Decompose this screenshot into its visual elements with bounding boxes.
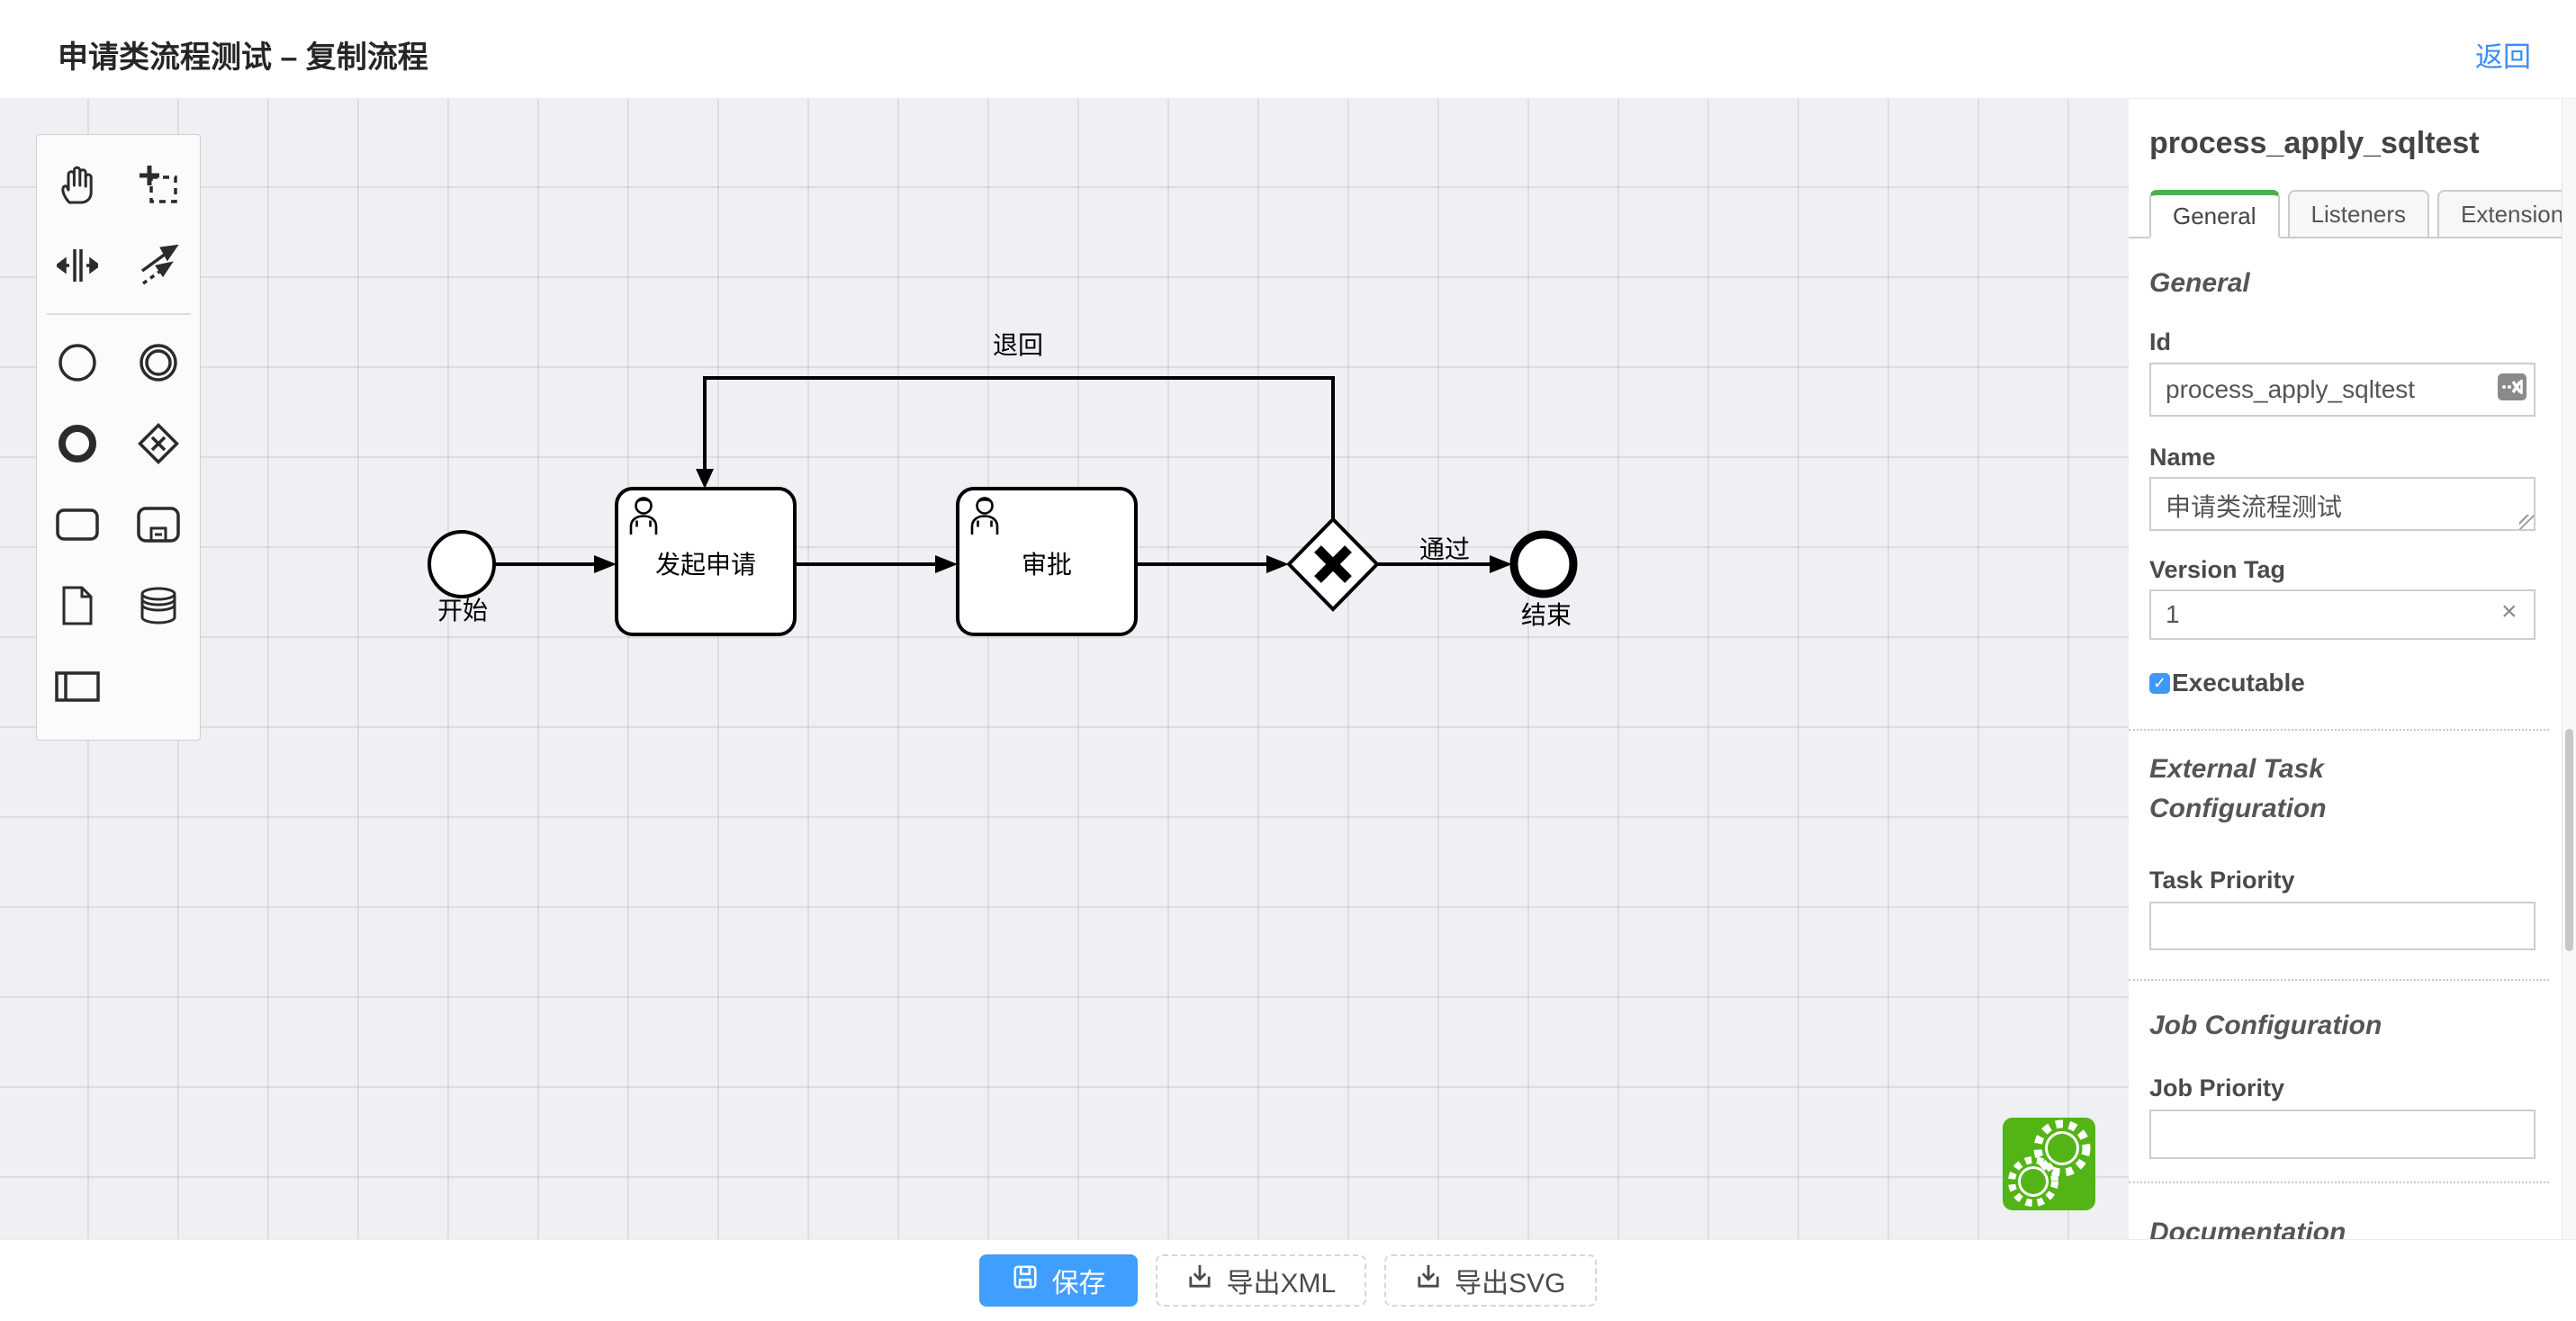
- create-subprocess-icon[interactable]: [118, 484, 199, 565]
- gear-icon: [2033, 1119, 2091, 1177]
- flow-start-to-apply[interactable]: [494, 555, 617, 573]
- user-task-icon: [970, 497, 999, 535]
- export-xml-label: 导出XML: [1226, 1269, 1337, 1299]
- version-tag-label: Version Tag: [2149, 556, 2286, 583]
- properties-panel: process_apply_sqltest General Listeners …: [2129, 99, 2562, 1239]
- export-xml-button[interactable]: 导出XML: [1156, 1254, 1367, 1307]
- app-header: 申请类流程测试 – 复制流程 返回: [0, 0, 2576, 99]
- hand-tool-icon[interactable]: [37, 144, 118, 225]
- flow-label-reject: 退回: [993, 331, 1043, 359]
- panel-scrollbar-thumb[interactable]: [2565, 729, 2573, 951]
- id-clear-icon[interactable]: [2498, 373, 2526, 400]
- documentation-heading: Documentation: [2149, 1218, 2346, 1239]
- general-section-heading: General: [2149, 268, 2250, 298]
- global-connect-tool-icon[interactable]: [118, 225, 199, 306]
- task-priority-input[interactable]: [2149, 902, 2535, 950]
- flow-pass[interactable]: [1377, 555, 1512, 573]
- download-icon: [1415, 1263, 1442, 1298]
- executable-checkbox[interactable]: ✓: [2149, 672, 2170, 694]
- create-task-icon[interactable]: [37, 484, 118, 565]
- user-task-apply-label: 发起申请: [655, 551, 756, 579]
- start-event[interactable]: 开始: [428, 530, 496, 625]
- clear-icon[interactable]: ×: [2501, 597, 2517, 626]
- start-event-label: 开始: [437, 597, 488, 625]
- back-link[interactable]: 返回: [2475, 41, 2531, 73]
- export-svg-button[interactable]: 导出SVG: [1384, 1254, 1597, 1307]
- flow-label-pass: 通过: [1419, 535, 1470, 563]
- bpmnio-logo[interactable]: [2003, 1118, 2095, 1210]
- page-title: 申请类流程测试 – 复制流程: [58, 40, 428, 75]
- create-exclusive-gateway-icon[interactable]: [118, 403, 199, 484]
- create-intermediate-event-icon[interactable]: [118, 322, 199, 403]
- id-label: Id: [2149, 328, 2171, 355]
- bpmn-palette: [36, 134, 201, 741]
- user-task-apply[interactable]: 发起申请: [615, 487, 797, 636]
- flow-reject[interactable]: [696, 376, 1335, 519]
- palette-separator: [46, 313, 191, 315]
- create-data-object-icon[interactable]: [37, 565, 118, 646]
- name-textarea[interactable]: 申请类流程测试: [2149, 477, 2535, 531]
- end-event-label: 结束: [1521, 601, 1572, 629]
- bpmn-canvas[interactable]: 通过 退回 开始 发起申请: [0, 99, 2129, 1239]
- lasso-tool-icon[interactable]: [118, 144, 199, 225]
- bottom-toolbar: 保存 导出XML 导出SVG: [0, 1239, 2576, 1321]
- external-task-heading: External Task Configuration: [2149, 754, 2327, 823]
- user-task-icon: [629, 497, 658, 535]
- tab-listeners[interactable]: Listeners: [2287, 190, 2429, 238]
- user-task-approve-label: 审批: [1022, 551, 1072, 579]
- create-data-store-icon[interactable]: [118, 565, 199, 646]
- create-start-event-icon[interactable]: [37, 322, 118, 403]
- properties-tabs: General Listeners Extensions: [2129, 186, 2562, 238]
- user-task-approve[interactable]: 审批: [956, 487, 1138, 636]
- version-tag-input[interactable]: [2149, 589, 2535, 640]
- panel-scrollbar-track[interactable]: [2562, 99, 2576, 1239]
- export-svg-label: 导出SVG: [1455, 1269, 1566, 1299]
- job-priority-label: Job Priority: [2149, 1074, 2285, 1101]
- id-input[interactable]: [2149, 363, 2535, 417]
- tab-general[interactable]: General: [2149, 190, 2280, 238]
- exclusive-gateway[interactable]: [1286, 517, 1380, 612]
- tab-extensions[interactable]: Extensions: [2437, 190, 2562, 238]
- flow-approve-to-gateway[interactable]: [1136, 555, 1289, 573]
- create-participant-icon[interactable]: [37, 646, 118, 727]
- job-configuration-heading: Job Configuration: [2149, 1011, 2382, 1040]
- section-divider: [2129, 979, 2549, 981]
- create-end-event-icon[interactable]: [37, 403, 118, 484]
- download-icon: [1186, 1263, 1213, 1298]
- executable-label: Executable: [2172, 669, 2305, 696]
- space-tool-icon[interactable]: [37, 225, 118, 306]
- end-event[interactable]: 结束: [1509, 530, 1578, 629]
- save-icon: [1012, 1263, 1039, 1298]
- save-button[interactable]: 保存: [979, 1254, 1139, 1307]
- executable-row: ✓ Executable: [2149, 669, 2305, 697]
- name-label: Name: [2149, 444, 2216, 471]
- job-priority-input[interactable]: [2149, 1110, 2535, 1159]
- save-button-label: 保存: [1051, 1269, 1106, 1299]
- gear-icon: [2008, 1156, 2058, 1207]
- bpmn-diagram: 通过 退回 开始 发起申请: [428, 331, 1578, 636]
- section-divider: [2129, 729, 2549, 731]
- gateway-x-marker: [1314, 545, 1352, 583]
- task-priority-label: Task Priority: [2149, 867, 2295, 894]
- section-divider: [2129, 1182, 2549, 1183]
- process-id-title: process_apply_sqltest: [2149, 126, 2480, 160]
- flow-apply-to-approve[interactable]: [795, 555, 958, 573]
